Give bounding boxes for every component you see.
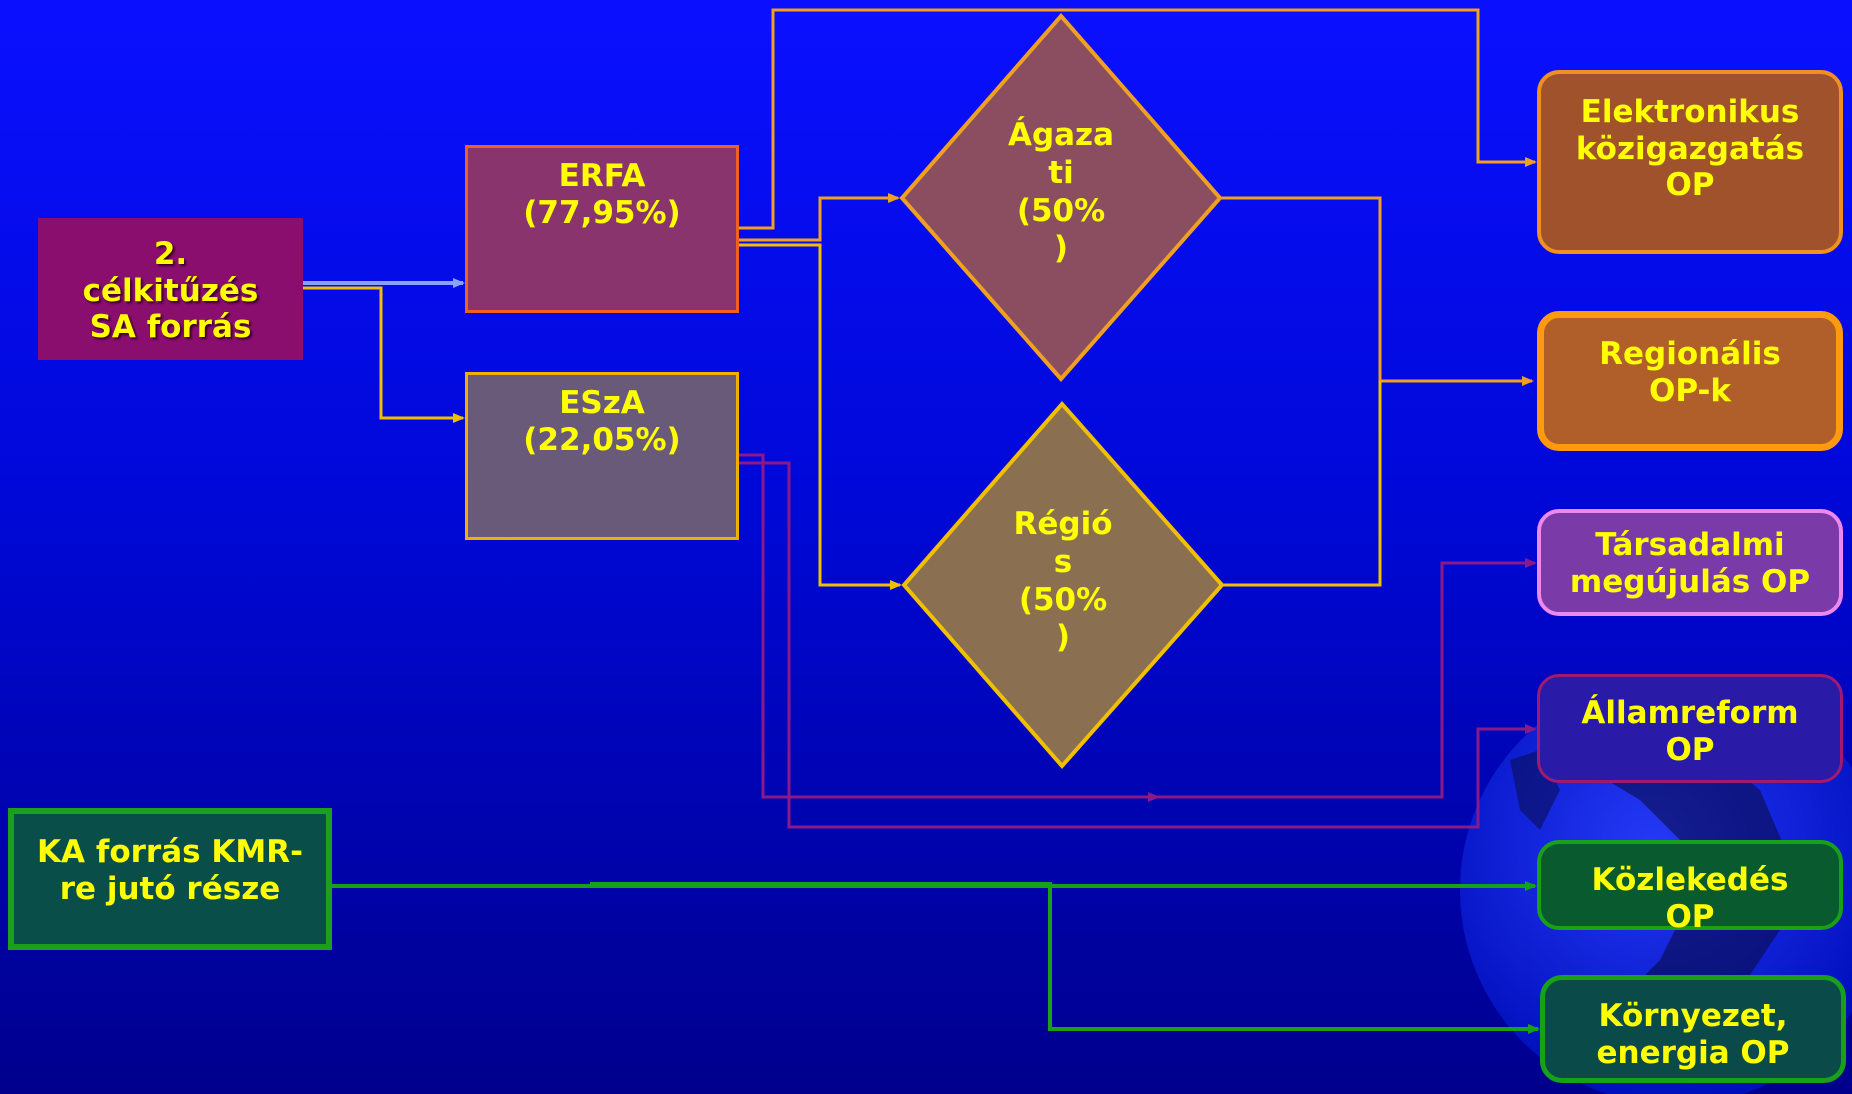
esza-percent: (22,05%)	[523, 421, 681, 458]
sector-line-2: ti	[1048, 154, 1074, 191]
source-line-3: SA forrás	[89, 309, 252, 346]
arrow-region-to-regional	[1222, 381, 1382, 587]
o5-line-2: OP	[1665, 898, 1715, 935]
diamond-region-label: Régió s (50% )	[1003, 506, 1123, 657]
region-line-3: (50%	[1018, 581, 1108, 618]
source-sa-box: 2. célkitűzés SA forrás	[38, 218, 303, 360]
arrow-erfa-to-sector	[739, 193, 900, 242]
o2-line-2: OP-k	[1648, 372, 1731, 409]
output-elektronikus-kozigazgatas-op: Elektronikus közigazgatás OP	[1537, 70, 1843, 254]
ka-source-box: KA forrás KMR- re jutó része	[8, 808, 332, 950]
sector-line-1: Ágaza	[1007, 117, 1115, 153]
source-line-1: 2.	[153, 236, 188, 272]
output-tarsadalmi-megujulas-op: Társadalmi megújulás OP	[1537, 509, 1843, 616]
ka-line-2: re jutó része	[59, 870, 281, 907]
ka-line-1: KA forrás KMR-	[37, 834, 303, 870]
output-regionalis-op-k: Regionális OP-k	[1537, 311, 1843, 451]
erfa-percent: (77,95%)	[523, 194, 681, 231]
arrow-sector-to-regional	[1220, 196, 1534, 386]
region-line-4: )	[1055, 619, 1071, 656]
sector-line-4: )	[1053, 230, 1069, 267]
o3-line-2: megújulás OP	[1569, 563, 1811, 600]
esza-box: ESzA (22,05%)	[465, 372, 739, 540]
arrow-ka-to-kornyezet	[590, 882, 1540, 1034]
o4-line-1: Államreform	[1581, 695, 1799, 731]
arrow-erfa-to-region	[739, 243, 902, 590]
output-kornyezet-energia-op: Környezet, energia OP	[1540, 975, 1846, 1083]
erfa-box: ERFA (77,95%)	[465, 145, 739, 313]
output-allamreform-op: Államreform OP	[1537, 674, 1843, 783]
diamond-region	[901, 400, 1225, 770]
diamond-sector	[899, 12, 1223, 383]
arrow-esza-to-tarsadalmi	[739, 453, 1537, 799]
region-line-1: Régió	[1013, 506, 1113, 542]
region-line-2: s	[1053, 543, 1073, 580]
arrow-erfa-to-elektronikus	[739, 8, 1537, 230]
o1-line-1: Elektronikus	[1580, 94, 1800, 130]
o4-line-2: OP	[1665, 731, 1715, 768]
esza-label: ESzA	[559, 385, 645, 421]
source-line-2: célkitűzés	[82, 272, 259, 309]
o1-line-3: OP	[1665, 167, 1715, 204]
erfa-label: ERFA	[558, 158, 646, 194]
output-kozlekedes-op: Közlekedés OP	[1537, 840, 1843, 935]
o3-line-1: Társadalmi	[1595, 527, 1785, 563]
o6-line-2: energia OP	[1596, 1034, 1790, 1071]
sector-line-3: (50%	[1016, 192, 1106, 229]
o5-line-1: Közlekedés	[1591, 862, 1789, 898]
diamond-sector-label: Ágaza ti (50% )	[1001, 117, 1121, 268]
o6-line-1: Környezet,	[1598, 998, 1788, 1034]
o2-line-1: Regionális	[1599, 336, 1781, 372]
o1-line-2: közigazgatás	[1575, 130, 1805, 167]
arrow-esza-to-allamreform	[739, 461, 1537, 829]
arrow-source-to-esza	[303, 286, 465, 423]
